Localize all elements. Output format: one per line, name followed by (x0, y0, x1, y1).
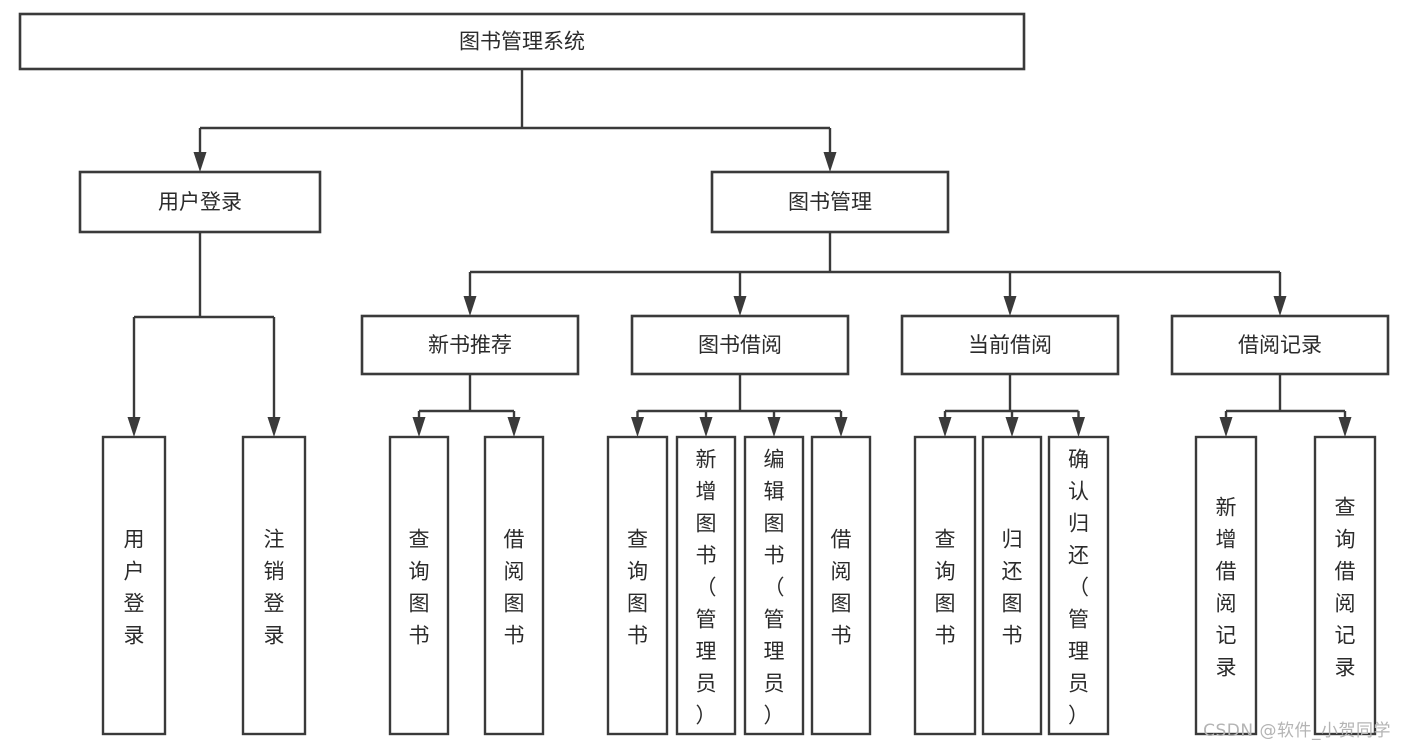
arrow-head-icon (267, 417, 281, 437)
arrow-head-icon (1219, 417, 1233, 437)
arrow-head-icon (463, 296, 477, 316)
arrow-head-icon (193, 152, 207, 172)
node-label: 注销登录 (264, 527, 285, 647)
arrow-head-icon (412, 417, 426, 437)
arrow-head-icon (1338, 417, 1352, 437)
arrow-head-icon (127, 417, 141, 437)
arrow-head-icon (834, 417, 848, 437)
node-box (78, 170, 322, 234)
node-label: 借阅图书 (504, 527, 525, 647)
node-label: 新书推荐 (428, 333, 512, 357)
node-label: 用户登录 (158, 190, 242, 214)
node-leaf-logout[interactable]: 注销登录 (241, 435, 307, 736)
arrow-head-icon (1273, 296, 1287, 316)
arrow-head-icon (1003, 296, 1017, 316)
node-label: 查询图书 (935, 527, 956, 647)
node-leaf-query-book-2[interactable]: 查询图书 (606, 435, 669, 736)
node-new-book-rec[interactable]: 新书推荐 (360, 314, 580, 376)
node-box (1313, 435, 1377, 736)
node-box (675, 435, 737, 736)
node-label: 当前借阅 (968, 333, 1052, 357)
node-box (241, 435, 307, 736)
node-leaf-borrow-book-2[interactable]: 借阅图书 (810, 435, 872, 736)
arrow-head-icon (1005, 417, 1019, 437)
node-label: 查询图书 (409, 527, 430, 647)
node-leaf-return-book[interactable]: 归还图书 (981, 435, 1043, 736)
node-book-manage[interactable]: 图书管理 (710, 170, 950, 234)
node-book-borrow[interactable]: 图书借阅 (630, 314, 850, 376)
arrow-head-icon (1072, 417, 1085, 437)
node-box (1194, 435, 1258, 736)
node-label: 新增借阅记录 (1216, 495, 1237, 679)
node-leaf-query-book-3[interactable]: 查询图书 (913, 435, 977, 736)
arrow-head-icon (507, 417, 521, 437)
node-label: 图书管理系统 (459, 30, 585, 54)
arrow-head-icon (823, 152, 837, 172)
node-label: 确认归还（管理员） (1068, 447, 1089, 727)
node-box (388, 435, 450, 736)
node-leaf-user-login[interactable]: 用户登录 (101, 435, 167, 736)
node-box (606, 435, 669, 736)
node-leaf-query-record[interactable]: 查询借阅记录 (1313, 435, 1377, 736)
node-label: 编辑图书（管理员） (764, 447, 785, 727)
node-box (101, 435, 167, 736)
node-box (913, 435, 977, 736)
node-label: 图书借阅 (698, 333, 782, 357)
node-leaf-add-book[interactable]: 新增图书（管理员） (675, 435, 737, 736)
node-label: 查询借阅记录 (1335, 495, 1356, 679)
arrow-head-icon (699, 417, 713, 437)
node-box (18, 12, 1026, 71)
node-label: 图书管理 (788, 190, 872, 214)
arrow-head-icon (767, 417, 781, 437)
node-box (810, 435, 872, 736)
node-label: 归还图书 (1002, 527, 1023, 647)
node-leaf-edit-book[interactable]: 编辑图书（管理员） (743, 435, 805, 736)
node-root[interactable]: 图书管理系统 (18, 12, 1026, 71)
node-layer: 图书管理系统用户登录图书管理新书推荐图书借阅当前借阅借阅记录用户登录注销登录查询… (18, 12, 1390, 736)
node-borrow-record[interactable]: 借阅记录 (1170, 314, 1390, 376)
node-box (900, 314, 1120, 376)
node-user-login[interactable]: 用户登录 (78, 170, 322, 234)
node-leaf-confirm-return[interactable]: 确认归还（管理员） (1047, 435, 1110, 736)
arrow-head-icon (631, 417, 644, 437)
node-box (743, 435, 805, 736)
node-label: 新增图书（管理员） (696, 447, 717, 727)
node-leaf-borrow-book-1[interactable]: 借阅图书 (483, 435, 545, 736)
node-box (1170, 314, 1390, 376)
node-label: 查询图书 (627, 527, 648, 647)
node-box (1047, 435, 1110, 736)
node-box (981, 435, 1043, 736)
node-leaf-add-record[interactable]: 新增借阅记录 (1194, 435, 1258, 736)
node-box (710, 170, 950, 234)
node-box (360, 314, 580, 376)
node-box (483, 435, 545, 736)
node-label: 借阅记录 (1238, 333, 1322, 357)
node-label: 用户登录 (124, 527, 145, 647)
arrow-head-icon (733, 296, 747, 316)
arrow-head-icon (938, 417, 952, 437)
node-current-borrow[interactable]: 当前借阅 (900, 314, 1120, 376)
edge-layer (127, 69, 1352, 437)
node-box (630, 314, 850, 376)
node-label: 借阅图书 (831, 527, 852, 647)
node-leaf-query-book-1[interactable]: 查询图书 (388, 435, 450, 736)
